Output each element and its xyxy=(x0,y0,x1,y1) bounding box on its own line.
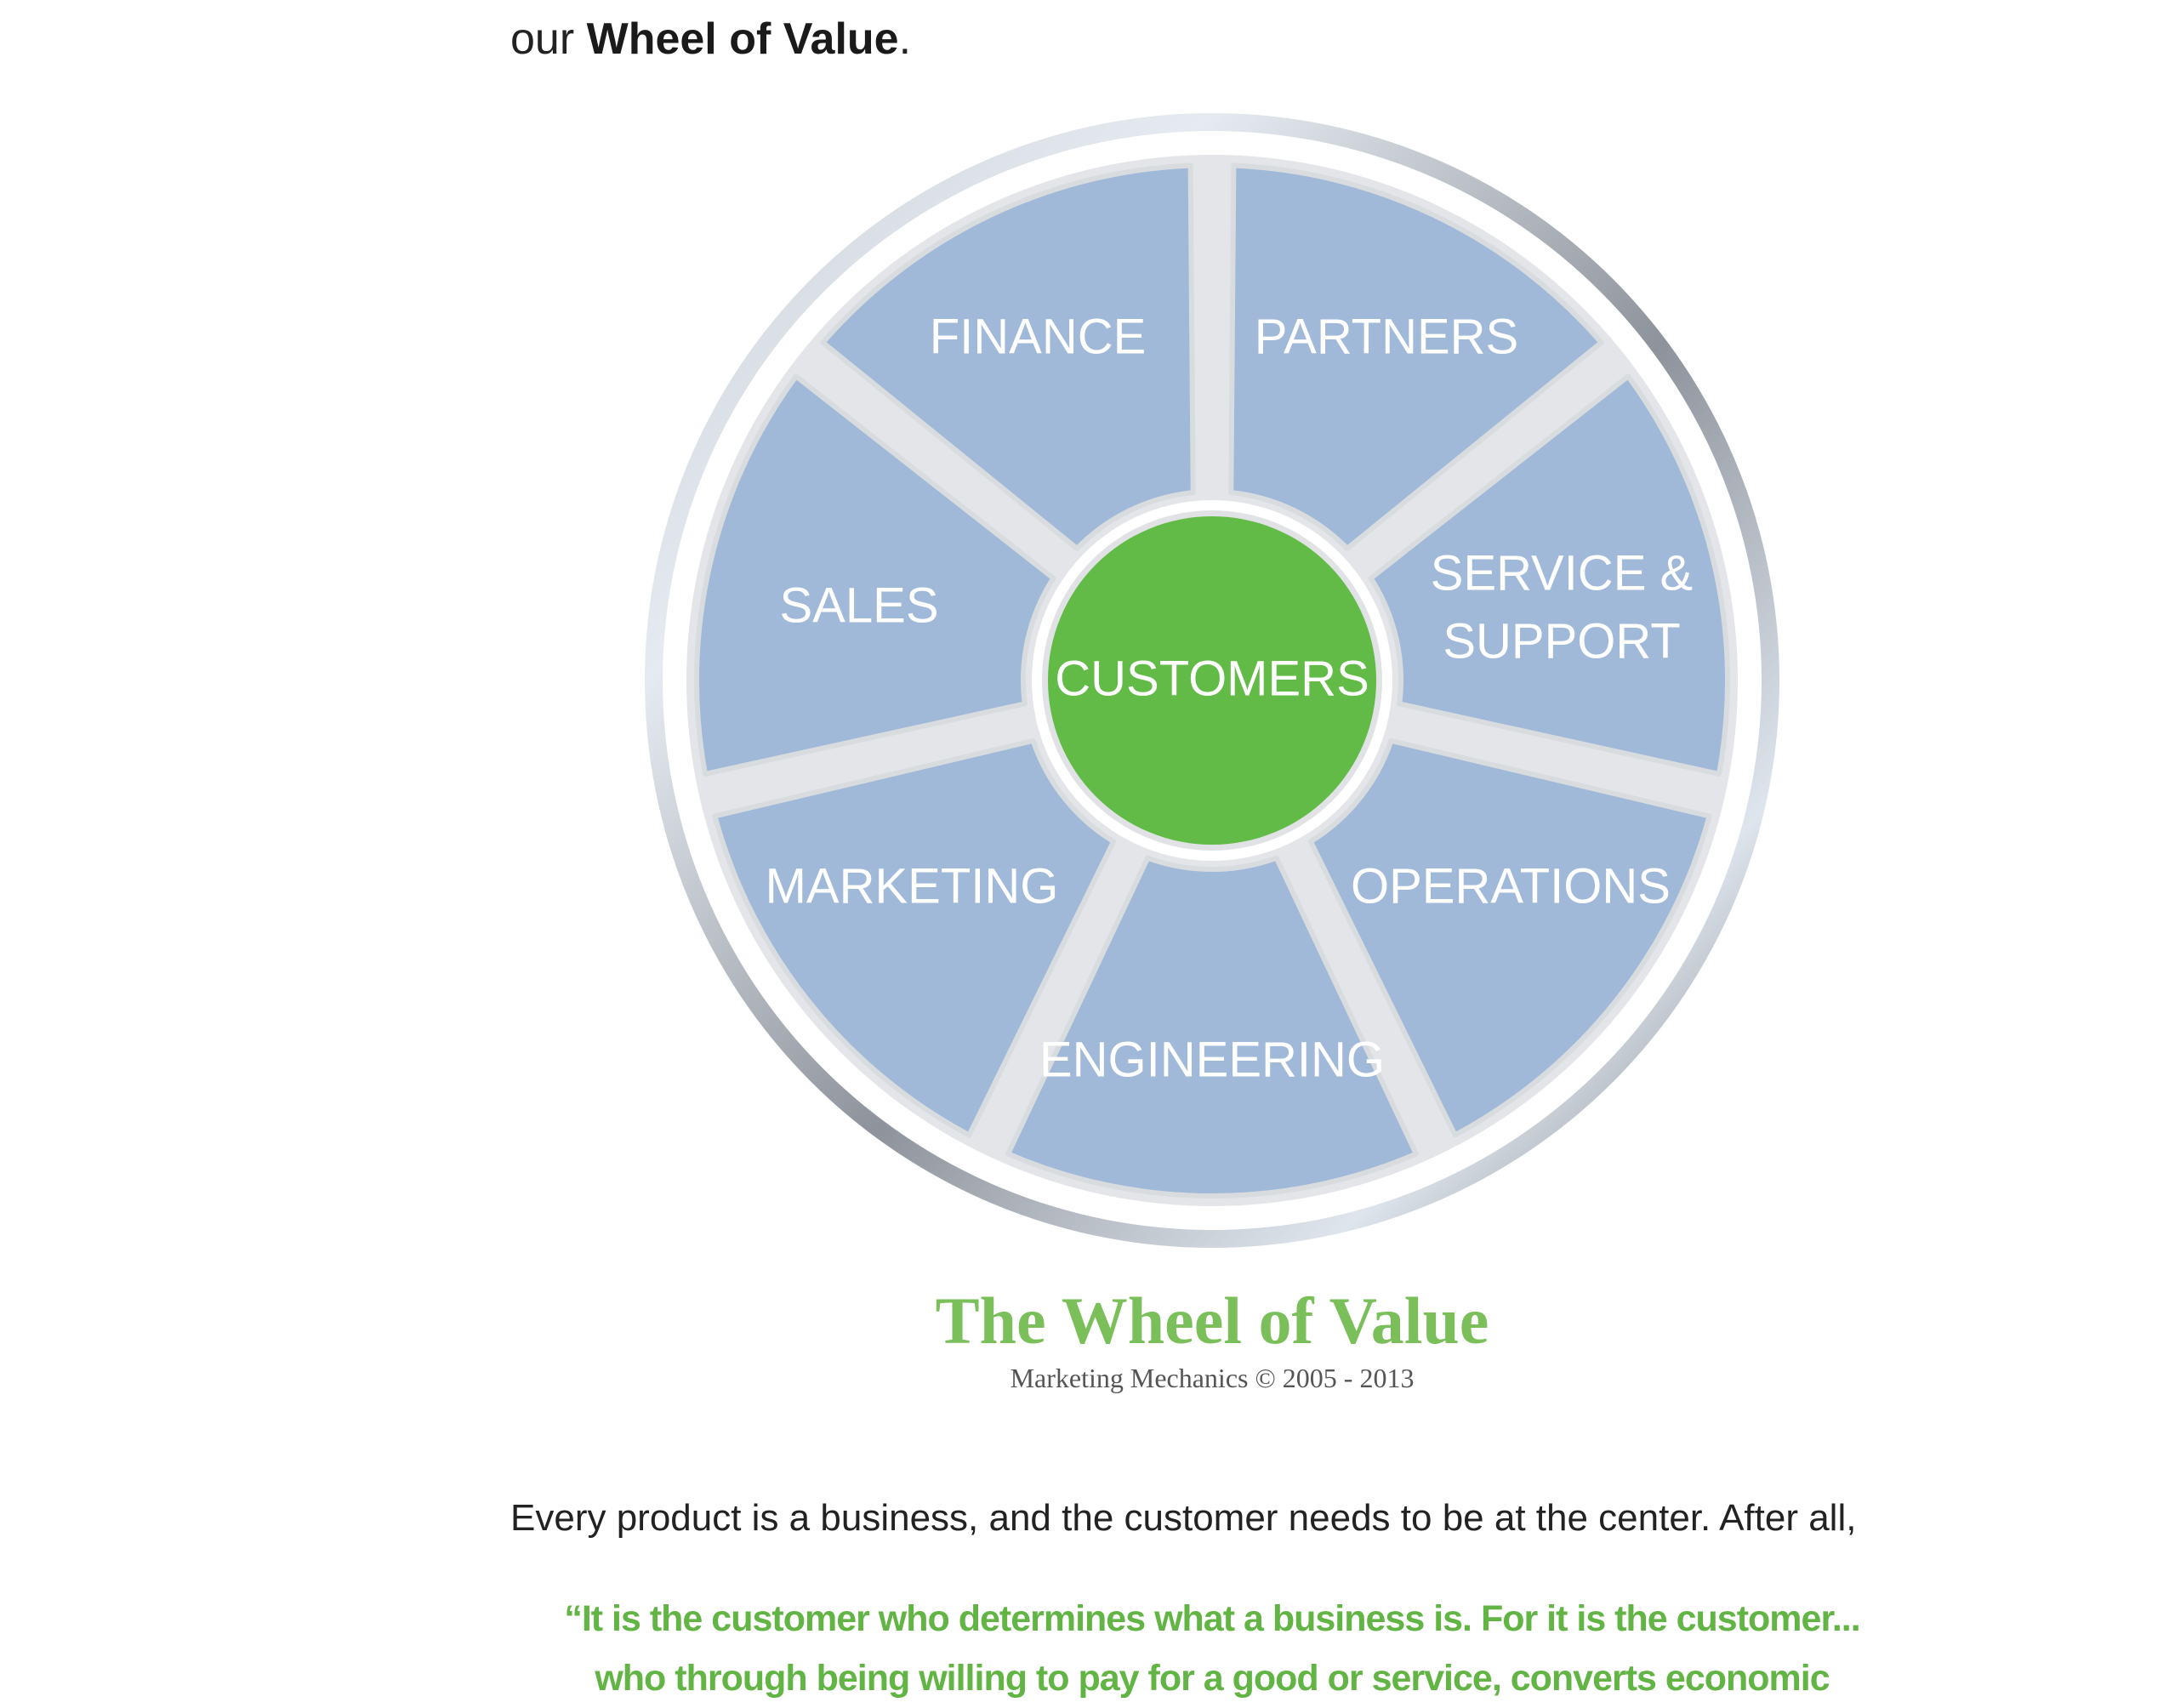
pull-quote-line-1: “It is the customer who determines what … xyxy=(564,1598,1860,1639)
wheel-segment-operations xyxy=(1307,737,1712,1138)
pull-quote-line-2: who through being willing to pay for a g… xyxy=(595,1658,1830,1699)
segment-label-operations: OPERATIONS xyxy=(1351,858,1671,914)
wheel-segment-service-support xyxy=(1368,373,1730,777)
segment-label-sales: SALES xyxy=(780,578,939,633)
intro-line: our Wheel of Value. xyxy=(510,7,911,71)
segment-label-partners: PARTNERS xyxy=(1255,309,1518,364)
segment-label-service-line2: SUPPORT xyxy=(1443,613,1680,669)
segment-label-service-line1: SERVICE & xyxy=(1431,545,1693,601)
intro-suffix: . xyxy=(898,14,912,64)
wheel-segment-engineering xyxy=(1005,855,1419,1198)
segment-label-finance: FINANCE xyxy=(930,309,1147,364)
pull-quote: “It is the customer who determines what … xyxy=(510,1589,1914,1708)
intro-bold-term: Wheel of Value xyxy=(586,14,899,64)
intro-prefix: our xyxy=(510,14,587,64)
wheel-segment-sales xyxy=(694,373,1056,777)
diagram-caption-title: The Wheel of Value xyxy=(935,1284,1489,1358)
wheel-segment-finance xyxy=(820,162,1196,551)
segment-label-engineering: ENGINEERING xyxy=(1039,1032,1385,1087)
wheel-segment-partners xyxy=(1228,162,1604,551)
diagram-caption-subtitle: Marketing Mechanics © 2005 - 2013 xyxy=(1010,1363,1415,1393)
body-paragraph: Every product is a business, and the cus… xyxy=(510,1497,1857,1539)
hub-circle xyxy=(1048,516,1376,845)
hub-label-customers: CUSTOMERS xyxy=(1055,651,1369,706)
wheel-segment-marketing xyxy=(712,737,1117,1138)
segment-label-marketing: MARKETING xyxy=(766,858,1059,914)
